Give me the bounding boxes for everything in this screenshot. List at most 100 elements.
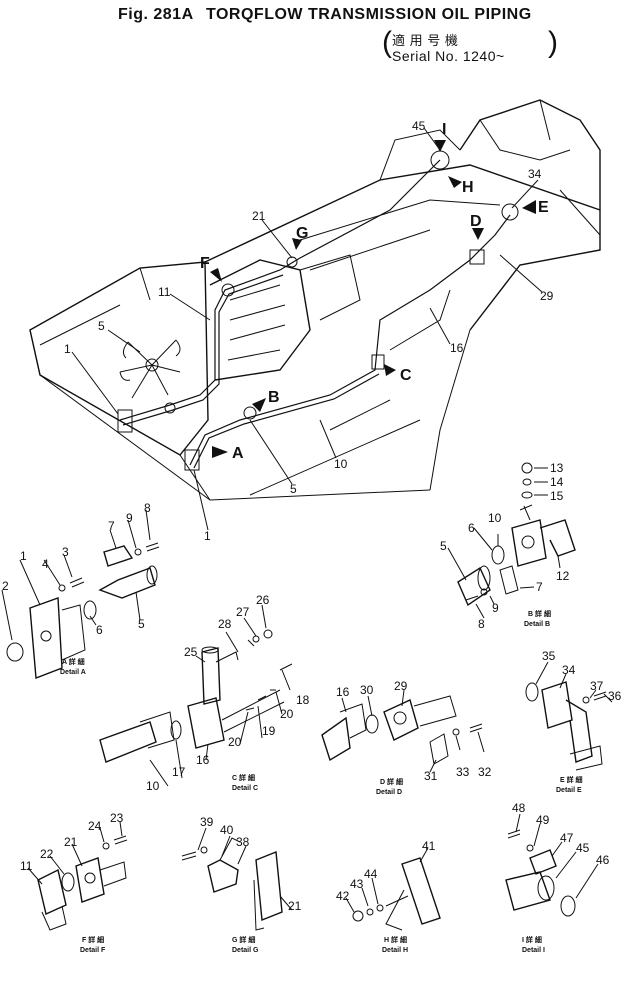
part-number: 23 — [110, 811, 124, 825]
part-number: 2 — [2, 579, 9, 593]
detail-f-label: Detail F — [80, 947, 106, 954]
part-number: 19 — [262, 724, 276, 738]
detail-e-label-jp: E 詳 細 — [560, 775, 583, 784]
arrow-label-b: B — [268, 389, 280, 406]
detail-d: 16 30 29 31 33 32 D 詳 細 Detail D — [321, 679, 492, 796]
part-number: 28 — [218, 617, 232, 631]
part-number: 33 — [456, 765, 470, 779]
detail-b-label: Detail B — [524, 621, 550, 628]
part-number: 37 — [590, 679, 604, 693]
detail-g: 39 40 38 21 G 詳 細 Detail G — [181, 815, 302, 954]
detail-g-label: Detail G — [232, 947, 259, 954]
detail-a: 2 1 4 3 7 9 8 6 5 A 詳 細 Detail A — [1, 501, 160, 679]
part-number: 30 — [360, 683, 374, 697]
part-number: 42 — [336, 889, 350, 903]
part-number: 16 — [336, 685, 350, 699]
part-number: 8 — [478, 617, 485, 631]
part-number: 21 — [288, 899, 302, 913]
part-number: 49 — [536, 813, 550, 827]
part-number: 9 — [126, 511, 133, 525]
part-number: 16 — [450, 341, 464, 355]
arrow-f-icon — [210, 268, 222, 282]
arrow-g-icon — [292, 238, 302, 250]
part-number: 39 — [200, 815, 214, 829]
part-number: 44 — [364, 867, 378, 881]
part-number: 29 — [394, 679, 408, 693]
part-number: 4 — [42, 557, 49, 571]
detail-c-label-jp: C 詳 細 — [232, 773, 255, 782]
part-number: 10 — [488, 511, 502, 525]
part-number: 7 — [108, 519, 115, 533]
main-assembly: A B C D E F G H I 45 34 21 11 5 1 16 10 … — [29, 99, 601, 543]
figure-number: Fig. 281A — [118, 6, 194, 23]
arrow-d-icon — [472, 228, 484, 240]
part-number: 43 — [350, 877, 364, 891]
part-number: 18 — [296, 693, 310, 707]
part-number: 41 — [422, 839, 436, 853]
detail-b-label-jp: B 詳 細 — [528, 609, 551, 618]
detail-a-label: Detail A — [60, 669, 86, 676]
part-number: 5 — [290, 482, 297, 496]
part-number: 22 — [40, 847, 54, 861]
detail-h: 42 43 44 41 H 詳 細 Detail H — [336, 839, 441, 954]
arrow-label-i: I — [442, 121, 446, 138]
part-number: 6 — [468, 521, 475, 535]
detail-i: 48 49 47 45 46 I 詳 細 Detail I — [505, 801, 610, 954]
part-number: 8 — [144, 501, 151, 515]
part-number: 5 — [440, 539, 447, 553]
part-number: 10 — [334, 457, 348, 471]
detail-c: 25 28 27 26 18 20 19 20 16 17 10 C 詳 細 D… — [99, 593, 310, 793]
part-number: 35 — [542, 649, 556, 663]
applicable-machine-label: 適 用 号 機 — [392, 33, 459, 48]
part-number: 1 — [204, 529, 211, 543]
part-number: 17 — [172, 765, 186, 779]
part-number: 21 — [64, 835, 78, 849]
part-number: 25 — [184, 645, 198, 659]
arrow-label-h: H — [462, 179, 474, 196]
part-number: 40 — [220, 823, 234, 837]
detail-e-label: Detail E — [556, 787, 582, 794]
detail-a-label-jp: A 詳 細 — [62, 657, 85, 666]
detail-e: 35 34 37 36 E 詳 細 Detail E — [525, 649, 622, 794]
detail-h-label-jp: H 詳 細 — [384, 935, 407, 944]
serial-paren-left: ( — [382, 26, 392, 59]
fan-icon — [119, 339, 181, 399]
part-number: 21 — [252, 209, 266, 223]
arrow-label-a: A — [232, 445, 244, 462]
part-number: 14 — [550, 475, 564, 489]
arrow-label-d: D — [470, 213, 482, 230]
arrow-i-icon — [434, 140, 446, 152]
part-number: 45 — [576, 841, 590, 855]
part-number: 34 — [528, 167, 542, 181]
part-number: 12 — [556, 569, 570, 583]
part-number: 32 — [478, 765, 492, 779]
detail-b: 13 14 15 10 6 5 7 9 8 12 B 詳 細 Detail B — [440, 461, 576, 631]
detail-h-label: Detail H — [382, 947, 408, 954]
part-number: 15 — [550, 489, 564, 503]
part-number: 11 — [158, 285, 171, 299]
part-number: 3 — [62, 545, 69, 559]
part-number: 7 — [536, 580, 543, 594]
detail-c-label: Detail C — [232, 785, 258, 792]
part-number: 29 — [540, 289, 554, 303]
detail-d-label: Detail D — [376, 789, 402, 796]
part-number: 34 — [562, 663, 576, 677]
part-number: 9 — [492, 601, 499, 615]
detail-d-label-jp: D 詳 細 — [380, 777, 403, 786]
part-number: 38 — [236, 835, 250, 849]
arrow-label-g: G — [296, 225, 308, 242]
detail-i-label-jp: I 詳 細 — [522, 935, 542, 944]
part-number: 1 — [20, 549, 27, 563]
arrow-e-icon — [522, 200, 536, 214]
part-number: 36 — [608, 689, 622, 703]
detail-f: 11 22 21 24 23 F 詳 細 Detail F — [20, 811, 128, 954]
part-number: 20 — [228, 735, 242, 749]
serial-number-label: Serial No. 1240~ — [392, 48, 505, 64]
part-number: 20 — [280, 707, 294, 721]
arrow-label-f: F — [200, 255, 210, 272]
arrow-h-icon — [448, 176, 462, 188]
part-number: 5 — [138, 617, 145, 631]
part-number: 6 — [96, 623, 103, 637]
part-number: 31 — [424, 769, 438, 783]
part-number: 16 — [196, 753, 210, 767]
